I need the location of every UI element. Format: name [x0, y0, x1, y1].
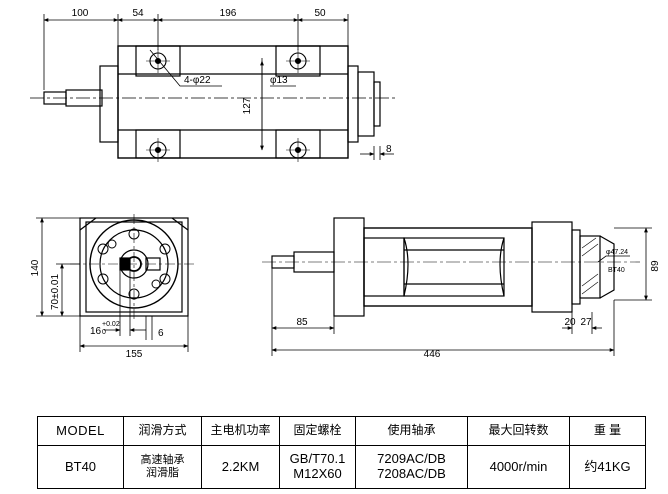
- front-view: [70, 214, 196, 322]
- lubrication-line-2: 润滑脂: [146, 467, 179, 479]
- cell-power: 2.2KM: [201, 445, 280, 489]
- dim-196: 196: [220, 8, 237, 19]
- dim-89: 89: [650, 260, 661, 272]
- dim-155: 155: [126, 349, 143, 360]
- dim-127: 127: [242, 97, 253, 114]
- side-view: [262, 217, 640, 317]
- bore-label: φ13: [270, 75, 288, 86]
- dim-446: 446: [424, 349, 441, 360]
- cell-lubrication: 高速轴承 润滑脂: [123, 445, 202, 489]
- dim-54: 54: [132, 8, 144, 19]
- table-row: BT40 高速轴承 润滑脂 2.2KM GB/T70.1 M12X60 7209…: [37, 445, 646, 489]
- cell-bearings: 7209AC/DB 7208AC/DB: [355, 445, 468, 489]
- dim-85: 85: [296, 317, 308, 328]
- bearings-line-1: 7209AC/DB: [377, 451, 446, 467]
- lubrication-line-1: 高速轴承: [140, 454, 185, 467]
- table-header-row: MODEL 润滑方式 主电机功率 固定螺栓 使用轴承 最大回转数 重 量: [37, 416, 646, 446]
- header-weight: 重 量: [569, 416, 646, 446]
- hole-label: 4-φ22: [184, 75, 211, 86]
- dim-27: 27: [580, 317, 592, 328]
- dim-16: 16: [90, 326, 102, 337]
- spec-table: MODEL 润滑方式 主电机功率 固定螺栓 使用轴承 最大回转数 重 量 BT4…: [37, 416, 646, 489]
- header-lubrication: 润滑方式: [123, 416, 202, 446]
- taper-diameter-label: φ47.24: [606, 249, 628, 256]
- header-bearings: 使用轴承: [355, 416, 468, 446]
- taper-hatch: [581, 237, 599, 295]
- header-bolts: 固定螺栓: [279, 416, 356, 446]
- header-max-speed: 最大回转数: [467, 416, 570, 446]
- cell-max-speed: 4000r/min: [467, 445, 570, 489]
- dim-50: 50: [314, 8, 326, 19]
- dim-20: 20: [564, 317, 576, 328]
- dim-16-upper-tol: +0.02: [102, 321, 120, 328]
- dim-100: 100: [72, 8, 89, 19]
- bearings-line-2: 7208AC/DB: [377, 466, 446, 481]
- dim-16-lower-tol: 0: [102, 329, 106, 336]
- dim-140: 140: [30, 259, 41, 276]
- top-view: [30, 45, 395, 159]
- front-bolt-circle: [97, 228, 171, 300]
- cell-bolts: GB/T70.1 M12X60: [279, 445, 356, 489]
- bolts-line-2: M12X60: [293, 466, 342, 481]
- taper-type-label: BT40: [608, 267, 625, 274]
- dim-8: 8: [386, 144, 392, 155]
- dim-6: 6: [158, 328, 164, 339]
- header-motor-power: 主电机功率: [201, 416, 280, 446]
- technical-drawing: 100 54 196 50 127 8 4-φ22 φ13: [30, 8, 661, 360]
- cell-weight: 约41KG: [569, 445, 646, 489]
- mounting-hole-icon: [146, 49, 310, 162]
- header-model: MODEL: [37, 416, 124, 446]
- cell-model: BT40: [37, 445, 124, 489]
- dim-70-tolerance: 70±0.01: [50, 274, 61, 311]
- bolts-line-1: GB/T70.1: [289, 451, 346, 467]
